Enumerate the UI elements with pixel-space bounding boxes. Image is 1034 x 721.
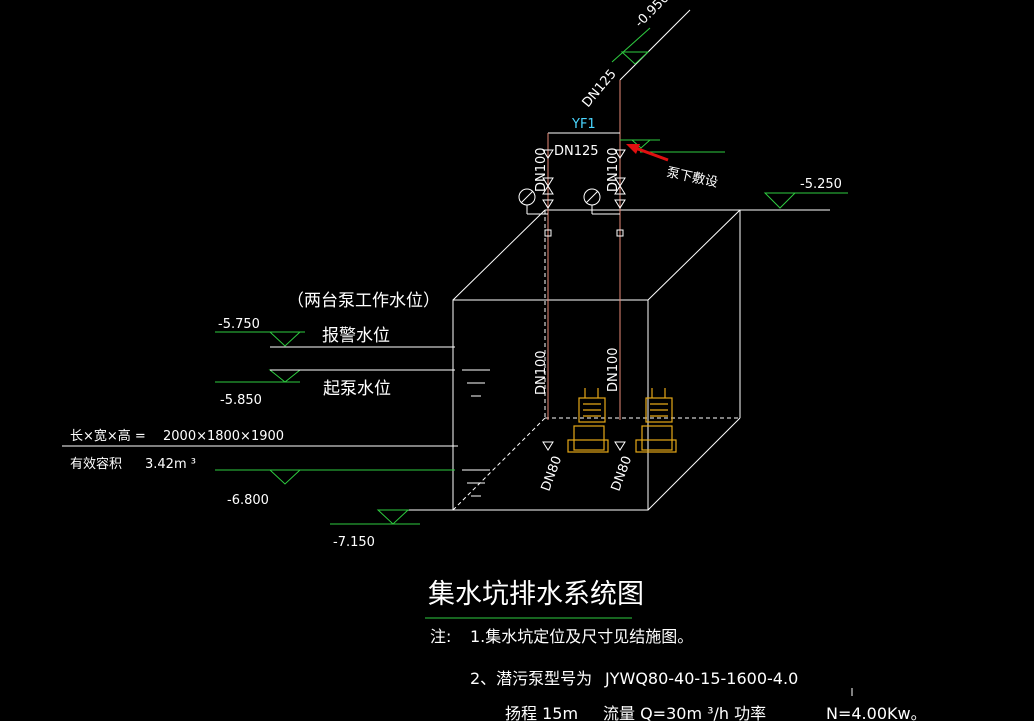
label-outlet-right: DN80	[609, 454, 636, 493]
label-riser-left: DN100	[534, 147, 549, 192]
pipe-tag-yf1: YF1	[571, 117, 596, 132]
label-start-level: -5.850	[220, 393, 262, 408]
level-mark-top-pipe	[611, 27, 651, 65]
label-alarm-level: -5.750	[218, 317, 260, 332]
label-alarm: 报警水位	[322, 326, 390, 346]
level-mark-bottom	[215, 469, 455, 485]
level-mark-alarm	[215, 331, 455, 348]
pit-box	[452, 209, 741, 511]
note-3-power: N=4.00Kw。	[826, 704, 927, 721]
note-2-model: JYWQ80-40-15-1600-4.0	[604, 669, 798, 688]
label-dims: 长×宽×高 =	[70, 428, 146, 444]
value-volume: 3.42m ³	[145, 457, 196, 472]
level-mark-start	[215, 369, 455, 383]
label-start: 起泵水位	[323, 379, 391, 399]
value-dims: 2000×1800×1900	[163, 429, 284, 444]
level-mark-top-right	[740, 192, 848, 211]
label-riser-right: DN100	[606, 147, 621, 192]
note-prefix: 注:	[430, 627, 451, 646]
label-top-pipe-size: DN125	[580, 67, 620, 111]
label-level-top: -5.250	[800, 177, 842, 192]
pump-right	[635, 388, 677, 453]
label-outlet-left: DN80	[539, 454, 566, 493]
note-2-label: 2、潜污泵型号为	[470, 669, 592, 688]
valves	[518, 149, 626, 451]
top-pipe	[547, 9, 691, 420]
label-top-level: -0.950	[632, 0, 672, 31]
note-1: 1.集水坑定位及尺寸见结施图。	[470, 627, 693, 646]
label-working-level: （两台泵工作水位）	[287, 291, 440, 311]
pump-note-arrow	[626, 144, 669, 162]
drawing-title: 集水坑排水系统图	[428, 579, 644, 610]
label-volume: 有效容积	[70, 456, 122, 472]
label-riser-left-lower: DN100	[534, 350, 549, 395]
pump-left	[567, 388, 609, 453]
label-level-bottom: -6.800	[227, 493, 269, 508]
label-level-pit-floor: -7.150	[333, 535, 375, 550]
note-3-head: 扬程 15m	[505, 704, 578, 721]
level-mark-pit-floor	[330, 509, 453, 525]
water-ticks	[462, 369, 490, 497]
label-riser-right-lower: DN100	[606, 347, 621, 392]
note-3-flow: 流量 Q=30m ³/h 功率	[603, 704, 766, 721]
label-pump-note: 泵下敷设	[665, 165, 719, 190]
label-branch-size: DN125	[554, 144, 599, 159]
